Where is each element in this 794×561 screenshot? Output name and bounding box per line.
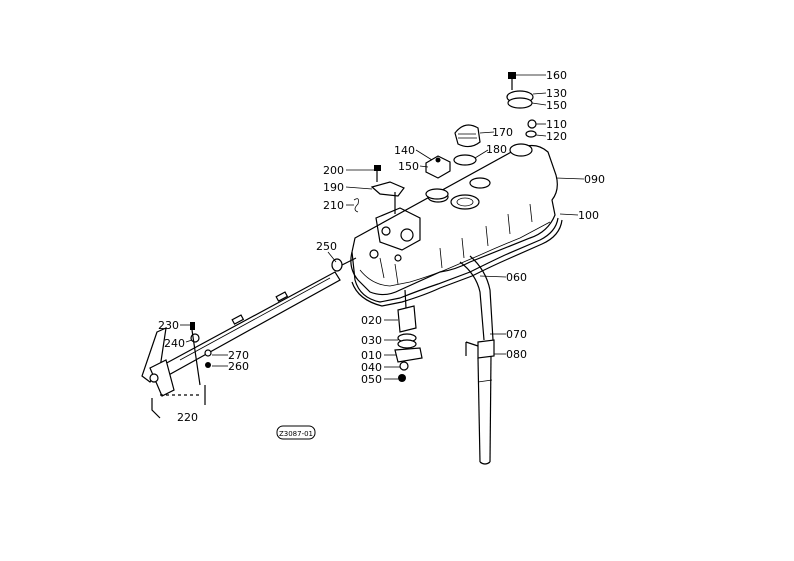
label-070: 070 — [506, 328, 527, 341]
label-180: 180 — [486, 143, 507, 156]
breather-cover-plate — [425, 155, 451, 200]
label-160: 160 — [546, 69, 567, 82]
label-270: 270 — [228, 349, 249, 362]
label-210: 210 — [323, 199, 344, 212]
drawing-code-stamp: Z3087-01 — [276, 425, 316, 440]
label-040: 040 — [361, 361, 382, 374]
label-190: 190 — [323, 181, 344, 194]
valve-cover — [350, 143, 563, 307]
label-230: 230 — [158, 319, 179, 332]
center-lever-hardware — [394, 289, 423, 382]
label-110: 110 — [546, 118, 567, 131]
label-170: 170 — [492, 126, 513, 139]
label-150-mid: 150 — [398, 160, 419, 173]
label-140: 140 — [394, 144, 415, 157]
label-200: 200 — [323, 164, 344, 177]
label-010: 010 — [361, 349, 382, 362]
label-130: 130 — [546, 87, 567, 100]
label-150-top: 150 — [546, 99, 567, 112]
label-060: 060 — [506, 271, 527, 284]
label-100: 100 — [578, 209, 599, 222]
label-120: 120 — [546, 130, 567, 143]
bracket-assembly — [353, 165, 405, 214]
drawing-code-text: Z3087-01 — [279, 430, 313, 438]
label-050: 050 — [361, 373, 382, 386]
part-labels: 160 130 150 110 120 170 180 140 150 200 … — [158, 69, 605, 424]
label-260: 260 — [228, 360, 249, 373]
label-030: 030 — [361, 334, 382, 347]
label-250: 250 — [316, 240, 337, 253]
stop-lever-shaft — [141, 257, 357, 419]
oil-filler-cap — [453, 124, 481, 166]
label-240: 240 — [164, 337, 185, 350]
label-020: 020 — [361, 314, 382, 327]
label-220: 220 — [177, 411, 198, 424]
breather-pipe — [459, 255, 495, 465]
label-080: 080 — [506, 348, 527, 361]
label-090: 090 — [584, 173, 605, 186]
